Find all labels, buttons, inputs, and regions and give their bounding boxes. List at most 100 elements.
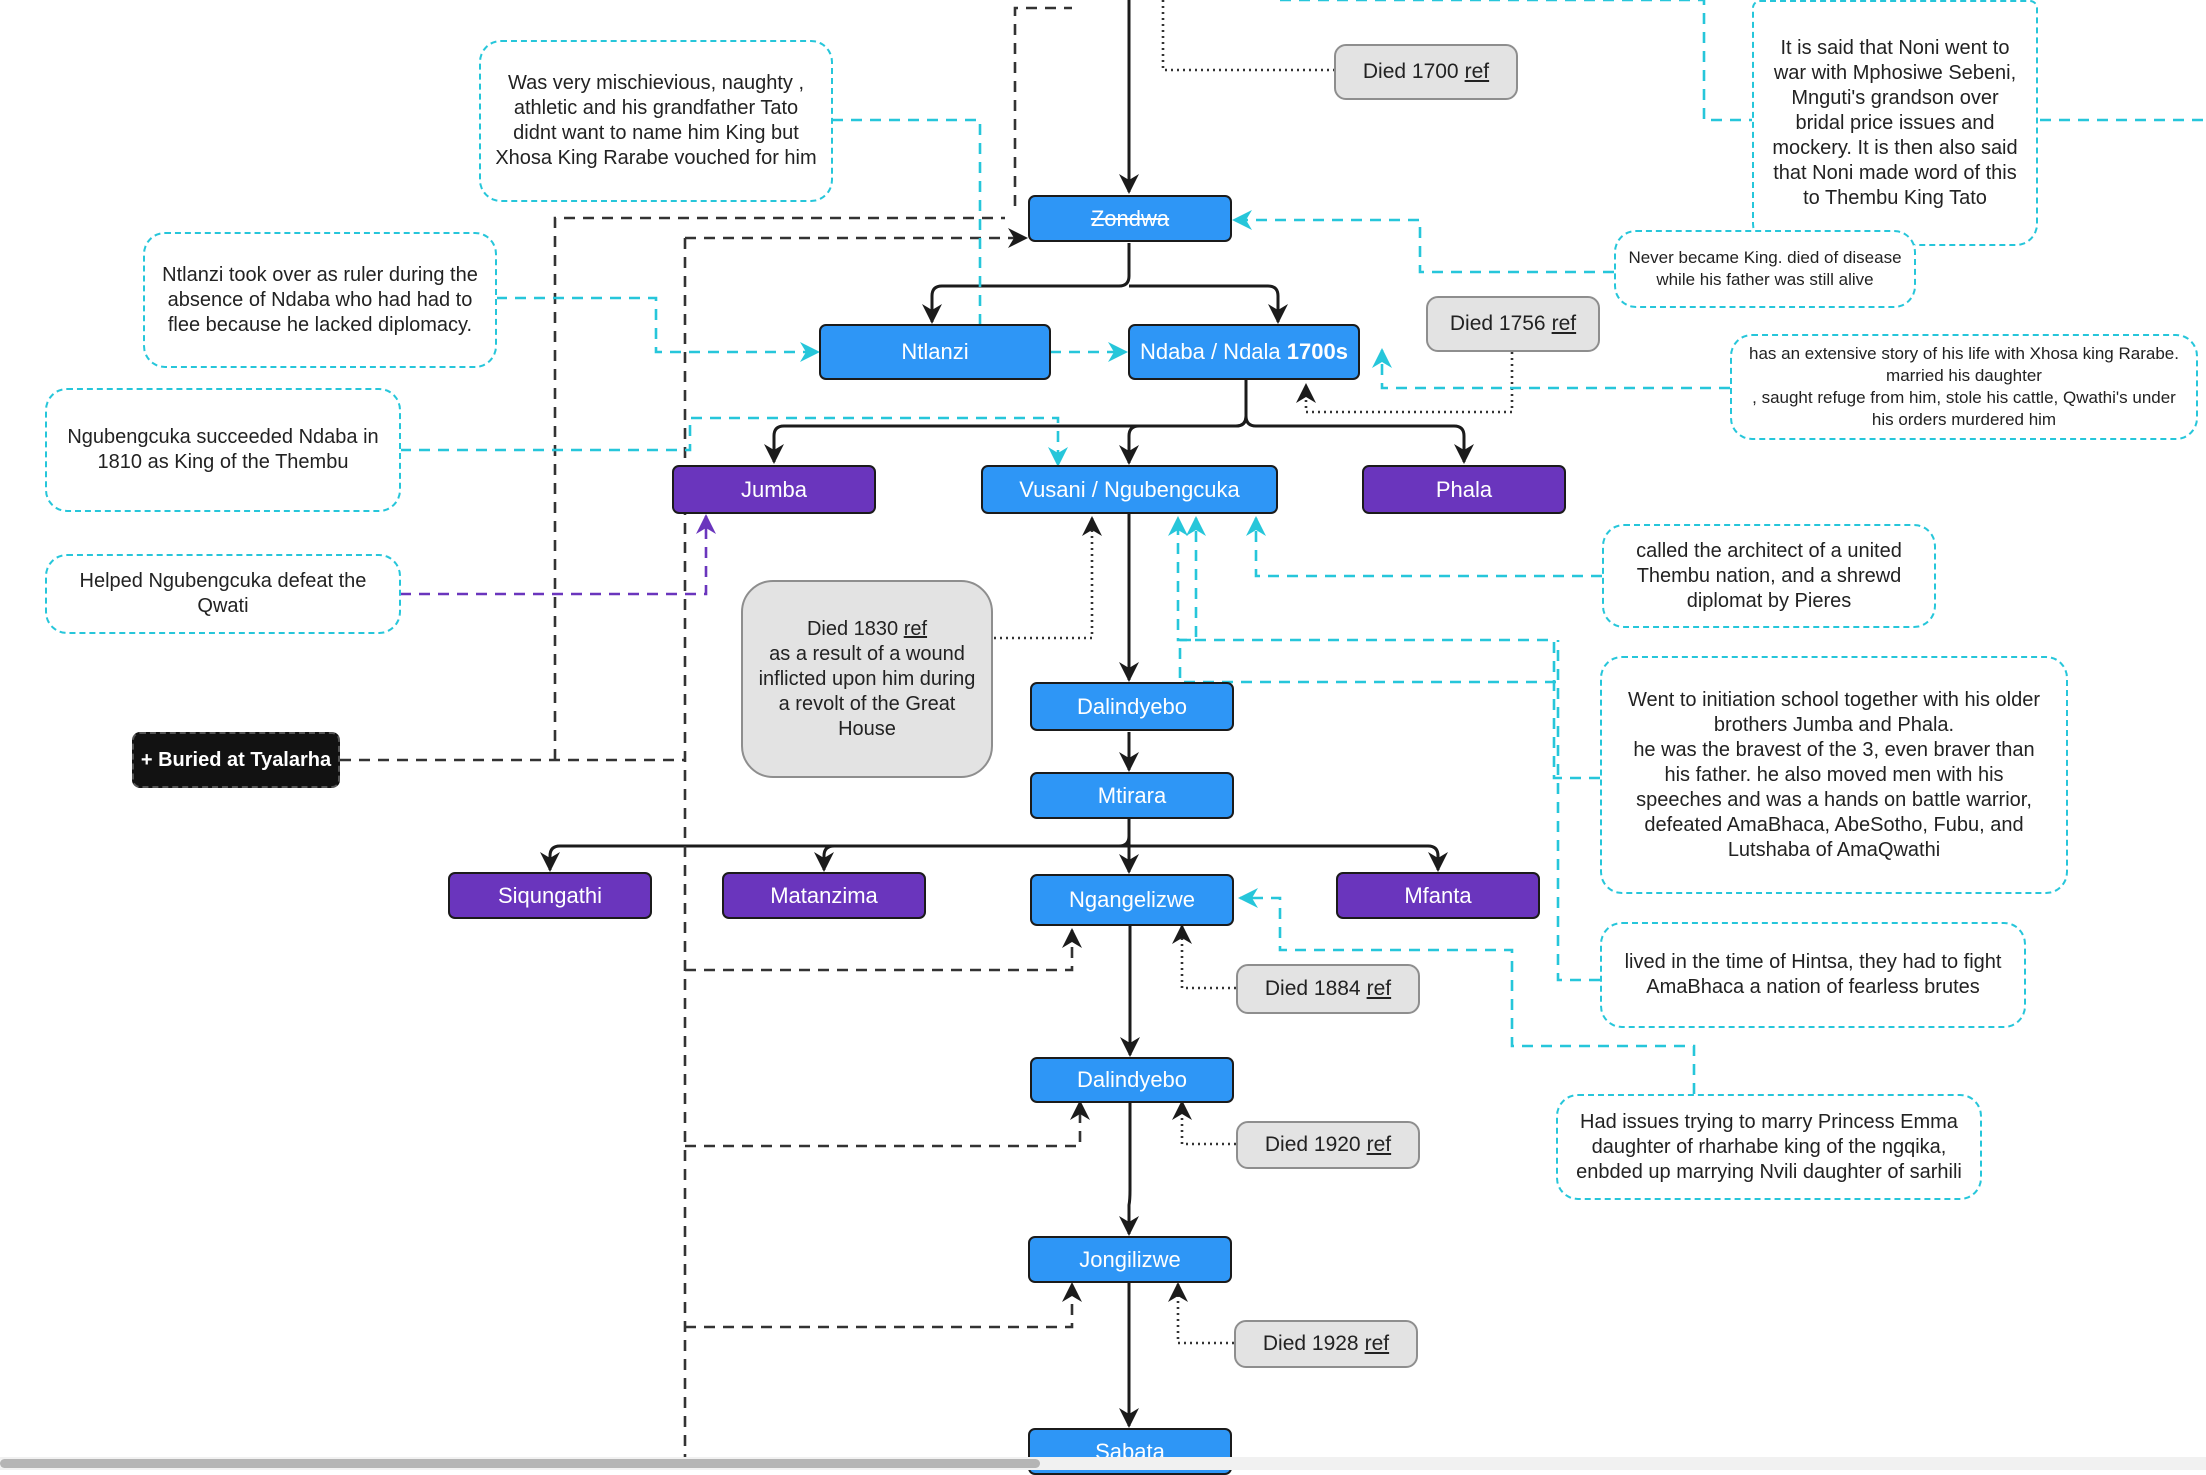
node-ndaba-era: 1700s bbox=[1286, 339, 1348, 364]
note-helped-line-1: Helped Ngubengcuka defeat the bbox=[79, 570, 367, 592]
note-ntlanzi-line-3: flee because he lacked diplomacy. bbox=[167, 313, 473, 336]
died-1830-ref-link[interactable]: ref bbox=[903, 617, 928, 640]
note-noni-line-6: that Noni made word of this bbox=[1773, 161, 2017, 184]
note-never-king-line-1: Never became King. died of disease bbox=[1628, 248, 1902, 267]
note-helped-defeat-qwati[interactable]: Helped Ngubengcuka defeat the Qwati bbox=[45, 554, 401, 634]
died-1756-text: Died 1756 bbox=[1449, 312, 1546, 335]
node-phala-label: Phala bbox=[1435, 476, 1493, 502]
note-ngubengcuka-succeeded[interactable]: Ngubengcuka succeeded Ndaba in 1810 as K… bbox=[45, 388, 401, 512]
note-hintsa[interactable]: lived in the time of Hintsa, they had to… bbox=[1600, 922, 2026, 1028]
horizontal-scrollbar[interactable] bbox=[0, 1457, 2206, 1470]
node-jumba[interactable]: Jumba bbox=[672, 465, 876, 514]
note-xhosa-story[interactable]: has an extensive story of his life with … bbox=[1730, 334, 2198, 440]
note-succeeded-line-2: 1810 as King of the Thembu bbox=[97, 451, 349, 473]
died-1884-box[interactable]: Died 1884 ref bbox=[1236, 964, 1420, 1014]
died-1830-box[interactable]: Died 1830 ref as a result of a wound inf… bbox=[741, 580, 993, 778]
died-1920-text: Died 1920 bbox=[1264, 1133, 1361, 1156]
buried-at-tyalarha-badge[interactable]: + Buried at Tyalarha bbox=[132, 732, 340, 788]
died-1700-ref-link[interactable]: ref bbox=[1464, 60, 1490, 83]
node-mfanta[interactable]: Mfanta bbox=[1336, 872, 1540, 919]
note-noni-line-2: war with Mphosiwe Sebeni, bbox=[1773, 61, 2017, 84]
note-initiation-line-7: Lutshaba of AmaQwathi bbox=[1727, 838, 1941, 861]
note-architect[interactable]: called the architect of a united Thembu … bbox=[1602, 524, 1936, 628]
node-zondwa-label: Zondwa bbox=[1090, 205, 1170, 231]
note-hintsa-line-2: AmaBhaca a nation of fearless brutes bbox=[1646, 976, 1980, 998]
note-noni-line-3: Mnguti's grandson over bbox=[1791, 86, 1999, 109]
note-princess-emma[interactable]: Had issues trying to marry Princess Emma… bbox=[1556, 1094, 1982, 1200]
note-xhosa-line-3: , saught refuge from him, stole his catt… bbox=[1752, 388, 2176, 407]
note-initiation-line-1: Went to initiation school together with … bbox=[1627, 688, 2041, 711]
note-xhosa-line-2: married his daughter bbox=[1886, 366, 2042, 385]
node-ntlanzi-label: Ntlanzi bbox=[901, 339, 969, 364]
note-architect-line-1: called the architect of a united bbox=[1636, 539, 1902, 562]
node-ndaba-label: Ndaba / Ndala bbox=[1140, 339, 1281, 364]
note-helped-line-2: Qwati bbox=[197, 595, 249, 617]
note-emma-line-3: enbded up marrying Nvili daughter of sar… bbox=[1576, 1160, 1962, 1183]
note-noni-line-1: It is said that Noni went to bbox=[1780, 36, 2010, 59]
died-1830-cause-4: House bbox=[838, 717, 896, 740]
died-1830-cause-2: inflicted upon him during bbox=[758, 667, 976, 690]
note-xhosa-line-1: has an extensive story of his life with … bbox=[1749, 344, 2179, 363]
node-jongilizwe[interactable]: Jongilizwe bbox=[1028, 1236, 1232, 1283]
died-1928-box[interactable]: Died 1928 ref bbox=[1234, 1320, 1418, 1368]
note-architect-line-2: Thembu nation, and a shrewd bbox=[1636, 564, 1902, 587]
died-1920-box[interactable]: Died 1920 ref bbox=[1236, 1121, 1420, 1169]
node-ntlanzi[interactable]: Ntlanzi bbox=[819, 324, 1051, 380]
scrollbar-thumb[interactable] bbox=[0, 1459, 1040, 1468]
died-1928-ref-link[interactable]: ref bbox=[1364, 1332, 1390, 1355]
note-hintsa-line-1: lived in the time of Hintsa, they had to… bbox=[1624, 951, 2002, 973]
node-matanzima-label: Matanzima bbox=[770, 882, 878, 908]
note-mischievous-line-1: Was very mischievious, naughty , bbox=[507, 72, 805, 94]
node-ndaba[interactable]: Ndaba / Ndala 1700s bbox=[1128, 324, 1360, 380]
note-initiation-line-4: his father. he also moved men with his bbox=[1664, 763, 2004, 786]
node-phala[interactable]: Phala bbox=[1362, 465, 1566, 514]
node-dalindyebo-2-label: Dalindyebo bbox=[1076, 1067, 1188, 1092]
note-architect-line-3: diplomat by Pieres bbox=[1686, 589, 1852, 612]
died-1884-text: Died 1884 bbox=[1264, 977, 1361, 1000]
died-1928-text: Died 1928 bbox=[1262, 1332, 1359, 1355]
note-initiation-school[interactable]: Went to initiation school together with … bbox=[1600, 656, 2068, 894]
node-mtirara[interactable]: Mtirara bbox=[1030, 772, 1234, 819]
died-1756-ref-link[interactable]: ref bbox=[1551, 312, 1577, 335]
note-noni-war[interactable]: It is said that Noni went to war with Mp… bbox=[1752, 0, 2038, 246]
note-emma-line-2: daughter of rharhabe king of the ngqika, bbox=[1591, 1135, 1947, 1158]
node-zondwa[interactable]: Zondwa bbox=[1028, 195, 1232, 242]
node-mtirara-label: Mtirara bbox=[1097, 782, 1167, 808]
note-never-king-line-2: while his father was still alive bbox=[1656, 270, 1874, 289]
note-mischievous-line-3: didnt want to name him King but bbox=[513, 122, 799, 144]
note-initiation-line-6: defeated AmaBhaca, AbeSotho, Fubu, and bbox=[1644, 813, 2024, 836]
note-mischievous-line-4: Xhosa King Rarabe vouched for him bbox=[495, 147, 817, 169]
died-1884-ref-link[interactable]: ref bbox=[1366, 977, 1392, 1000]
node-ngangelizwe-label: Ngangelizwe bbox=[1069, 887, 1195, 912]
died-1700-box[interactable]: Died 1700 ref bbox=[1334, 44, 1518, 100]
node-ngangelizwe[interactable]: Ngangelizwe bbox=[1030, 874, 1234, 926]
node-dalindyebo-1[interactable]: Dalindyebo bbox=[1030, 682, 1234, 731]
node-dalindyebo-2[interactable]: Dalindyebo bbox=[1030, 1057, 1234, 1103]
note-initiation-line-5: speeches and was a hands on battle warri… bbox=[1636, 788, 2032, 811]
note-succeeded-line-1: Ngubengcuka succeeded Ndaba in bbox=[67, 426, 379, 448]
node-siqungathi-label: Siqungathi bbox=[498, 882, 602, 908]
died-1700-text: Died 1700 bbox=[1362, 60, 1459, 83]
node-dalindyebo-1-label: Dalindyebo bbox=[1076, 693, 1188, 719]
note-mischievous-line-2: athletic and his grandfather Tato bbox=[513, 97, 799, 119]
node-jumba-label: Jumba bbox=[740, 476, 808, 502]
note-xhosa-line-4: his orders murdered him bbox=[1871, 410, 2057, 429]
note-never-became-king[interactable]: Never became King. died of disease while… bbox=[1614, 230, 1916, 308]
note-initiation-line-2: brothers Jumba and Phala. bbox=[1713, 713, 1955, 736]
note-noni-line-5: mockery. It is then also said bbox=[1772, 136, 2018, 159]
node-vusani-label: Vusani / Ngubengcuka bbox=[1019, 476, 1240, 502]
node-siqungathi[interactable]: Siqungathi bbox=[448, 872, 652, 919]
node-jongilizwe-label: Jongilizwe bbox=[1079, 1246, 1181, 1272]
node-vusani-ngubengcuka[interactable]: Vusani / Ngubengcuka bbox=[981, 465, 1278, 514]
died-1920-ref-link[interactable]: ref bbox=[1366, 1133, 1392, 1156]
note-ntlanzi-ruler[interactable]: Ntlanzi took over as ruler during the ab… bbox=[143, 232, 497, 368]
note-ntlanzi-line-1: Ntlanzi took over as ruler during the bbox=[162, 263, 478, 286]
died-1830-cause-3: a revolt of the Great bbox=[778, 692, 956, 715]
died-1830-cause-1: as a result of a wound bbox=[769, 642, 965, 665]
node-matanzima[interactable]: Matanzima bbox=[722, 872, 926, 919]
note-mischievous[interactable]: Was very mischievious, naughty , athleti… bbox=[479, 40, 833, 202]
node-mfanta-label: Mfanta bbox=[1404, 882, 1472, 908]
buried-label: + Buried at Tyalarha bbox=[140, 748, 332, 771]
died-1756-box[interactable]: Died 1756 ref bbox=[1426, 296, 1600, 352]
